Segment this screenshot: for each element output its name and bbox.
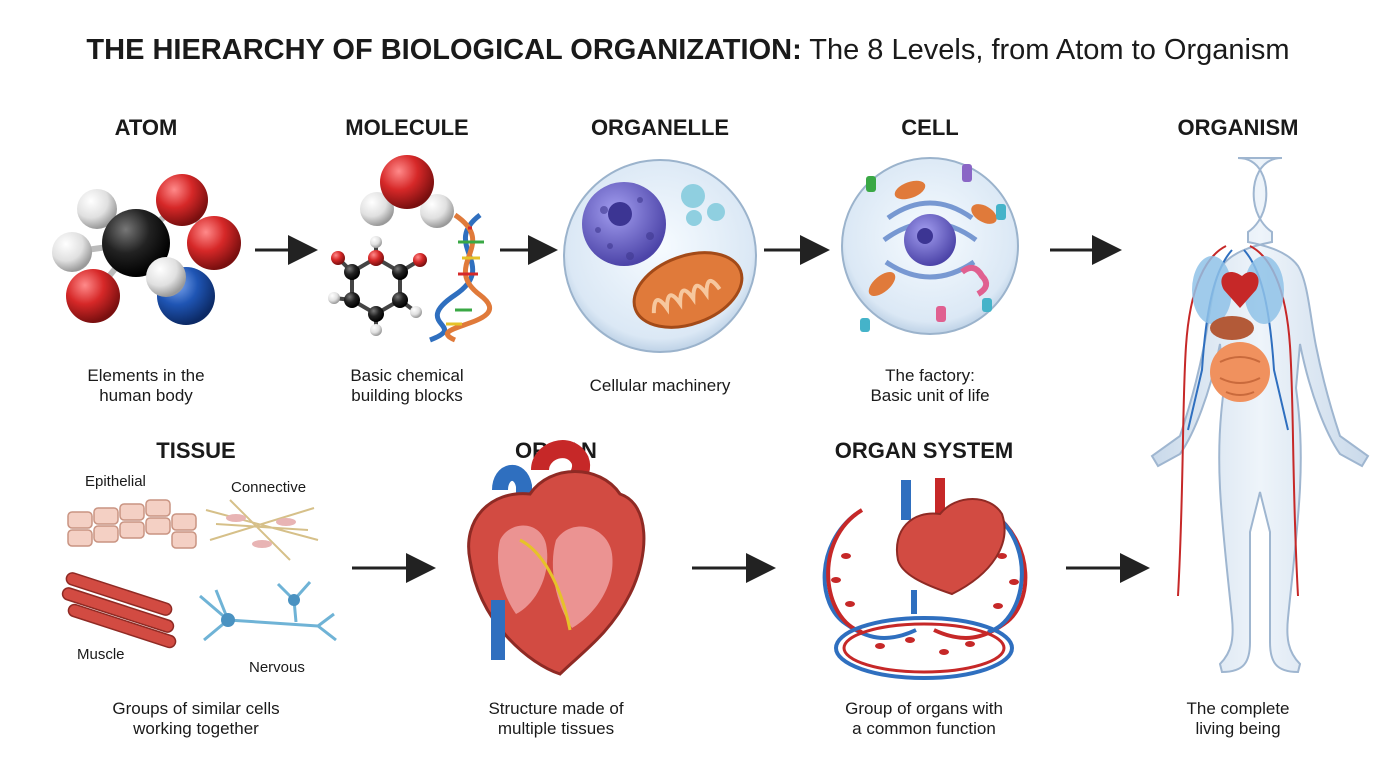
tissue-label-epithelial: Epithelial xyxy=(85,473,146,490)
tissue-label-muscle: Muscle xyxy=(77,646,125,663)
caption-organelle-line1: Cellular machinery xyxy=(589,376,731,395)
tissue-illustration xyxy=(61,499,337,649)
caption-cell: The factory:Basic unit of life xyxy=(870,366,989,406)
lung-left-icon xyxy=(1192,256,1232,324)
organism-illustration xyxy=(1150,157,1370,674)
title-bold: THE HIERARCHY OF BIOLOGICAL ORGANIZATION… xyxy=(86,34,802,66)
level-name-cell: CELL xyxy=(901,115,959,140)
connective-tissue-icon xyxy=(205,499,319,561)
muscle-tissue-icon xyxy=(61,572,177,649)
caption-organ-system-line1: Group of organs with xyxy=(845,699,1003,718)
dna-helix-icon xyxy=(429,212,492,343)
organelle-illustration xyxy=(563,159,757,353)
intestines-icon xyxy=(1210,342,1270,402)
heart-icon xyxy=(1221,271,1259,308)
caption-molecule-line2: building blocks xyxy=(351,386,463,405)
caption-organism-line2: living being xyxy=(1195,719,1281,738)
level-name-tissue: TISSUE xyxy=(156,438,236,463)
caption-organelle: Cellular machinery xyxy=(590,376,731,396)
tissue-label-connective: Connective xyxy=(231,479,307,496)
caption-organism-line1: The complete xyxy=(1186,699,1290,718)
level-name-molecule: MOLECULE xyxy=(345,115,469,140)
caption-organ-line2: multiple tissues xyxy=(497,719,615,738)
title-rest: The 8 Levels, from Atom to Organism xyxy=(801,34,1290,66)
page-title: THE HIERARCHY OF BIOLOGICAL ORGANIZATION… xyxy=(0,34,1376,67)
tissue-label-nervous: Nervous xyxy=(249,659,305,676)
cell-illustration xyxy=(841,157,1019,335)
caption-cell-line1: The factory: xyxy=(885,366,975,385)
caption-atom-line2: human body xyxy=(99,386,193,405)
epithelial-tissue-icon xyxy=(67,499,197,549)
caption-organ-line1: Structure made of xyxy=(488,699,624,718)
caption-tissue-line1: Groups of similar cells xyxy=(112,699,280,718)
heart-organ-illustration xyxy=(467,440,646,676)
arrows xyxy=(255,235,1150,583)
caption-cell-line2: Basic unit of life xyxy=(870,386,990,405)
level-name-atom: ATOM xyxy=(114,115,178,140)
atom-illustration xyxy=(52,174,241,325)
caption-tissue-line2: working together xyxy=(133,719,259,738)
level-name-organism: ORGANISM xyxy=(1177,115,1299,140)
nervous-tissue-icon xyxy=(199,581,337,642)
level-name-organelle: ORGANELLE xyxy=(590,115,730,140)
heart-icon xyxy=(895,498,1006,596)
caption-atom-line1: Elements in the xyxy=(87,366,205,385)
liver-icon xyxy=(1210,316,1254,340)
caption-molecule-line1: Basic chemical xyxy=(350,366,464,385)
mitochondrion-icon xyxy=(632,251,744,329)
caption-organ-system-line2: a common function xyxy=(852,719,996,738)
organ-system-illustration xyxy=(822,478,1028,680)
molecule-illustration xyxy=(328,155,492,343)
level-name-organ-system: ORGAN SYSTEM xyxy=(834,438,1014,463)
